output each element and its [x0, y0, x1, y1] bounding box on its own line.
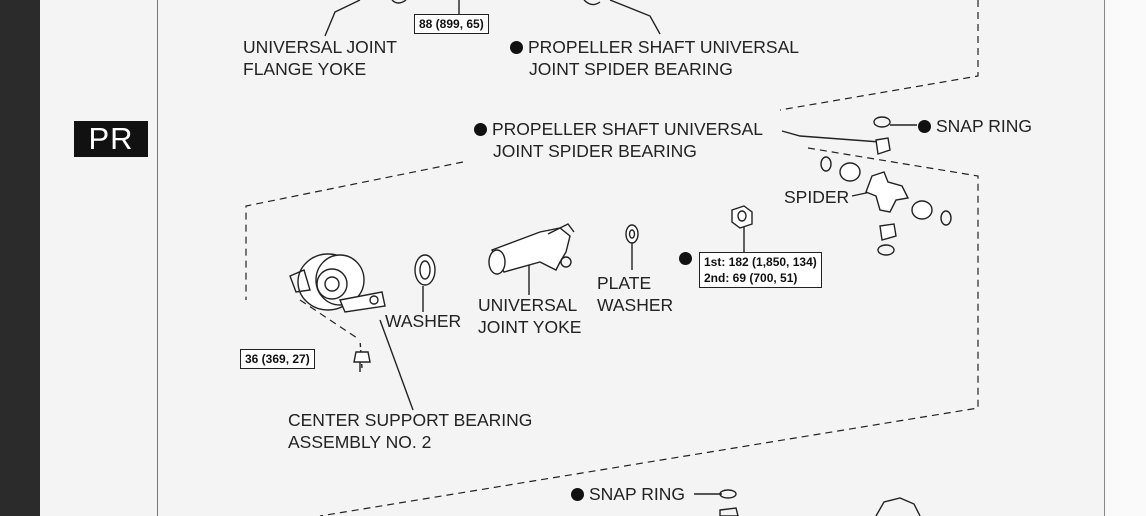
new-part-dot-icon — [510, 41, 523, 54]
page-border-line — [157, 0, 158, 516]
torque-nut-two-step: 1st: 182 (1,850, 134) 2nd: 69 (700, 51) — [699, 252, 822, 288]
label-washer: WASHER — [385, 311, 462, 331]
nut-drawing — [731, 205, 753, 229]
label-spider-bearing-top: PROPELLER SHAFT UNIVERSAL JOINT SPIDER B… — [510, 36, 799, 80]
dashed-boundaries — [245, 0, 979, 516]
label-universal-joint-flange-yoke: UNIVERSAL JOINT FLANGE YOKE — [243, 37, 397, 79]
torque-flange-nut: 88 (899, 65) — [414, 14, 489, 34]
left-dark-margin — [0, 0, 40, 516]
label-snap-ring-top: SNAP RING — [918, 115, 1032, 137]
universal-joint-yoke-drawing — [488, 223, 575, 275]
torque-bracket-bolt: 36 (369, 27) — [240, 349, 315, 369]
center-support-bearing-drawing — [289, 253, 386, 372]
label-plate-washer: PLATE WASHER — [597, 273, 674, 315]
new-part-dot-icon — [571, 488, 584, 501]
new-part-dot-icon — [918, 120, 931, 133]
new-part-dot-icon — [679, 252, 692, 265]
manual-page — [40, 0, 1104, 516]
spider-drawing — [820, 116, 952, 256]
label-center-support-bearing: CENTER SUPPORT BEARING ASSEMBLY NO. 2 — [288, 410, 533, 452]
washer-drawing — [414, 254, 436, 286]
label-universal-joint-yoke: UNIVERSAL JOINT YOKE — [478, 295, 582, 337]
label-spider: SPIDER — [784, 187, 850, 207]
new-part-dot-icon — [474, 123, 487, 136]
label-snap-ring-bottom: SNAP RING — [571, 483, 685, 505]
right-page-edge — [1104, 0, 1146, 516]
bottom-partial-parts — [719, 489, 921, 516]
label-spider-bearing-mid: PROPELLER SHAFT UNIVERSAL JOINT SPIDER B… — [474, 118, 763, 162]
section-tab-pr[interactable]: PR — [74, 121, 148, 157]
plate-washer-drawing — [625, 224, 639, 244]
top-partial-parts — [391, 0, 601, 6]
